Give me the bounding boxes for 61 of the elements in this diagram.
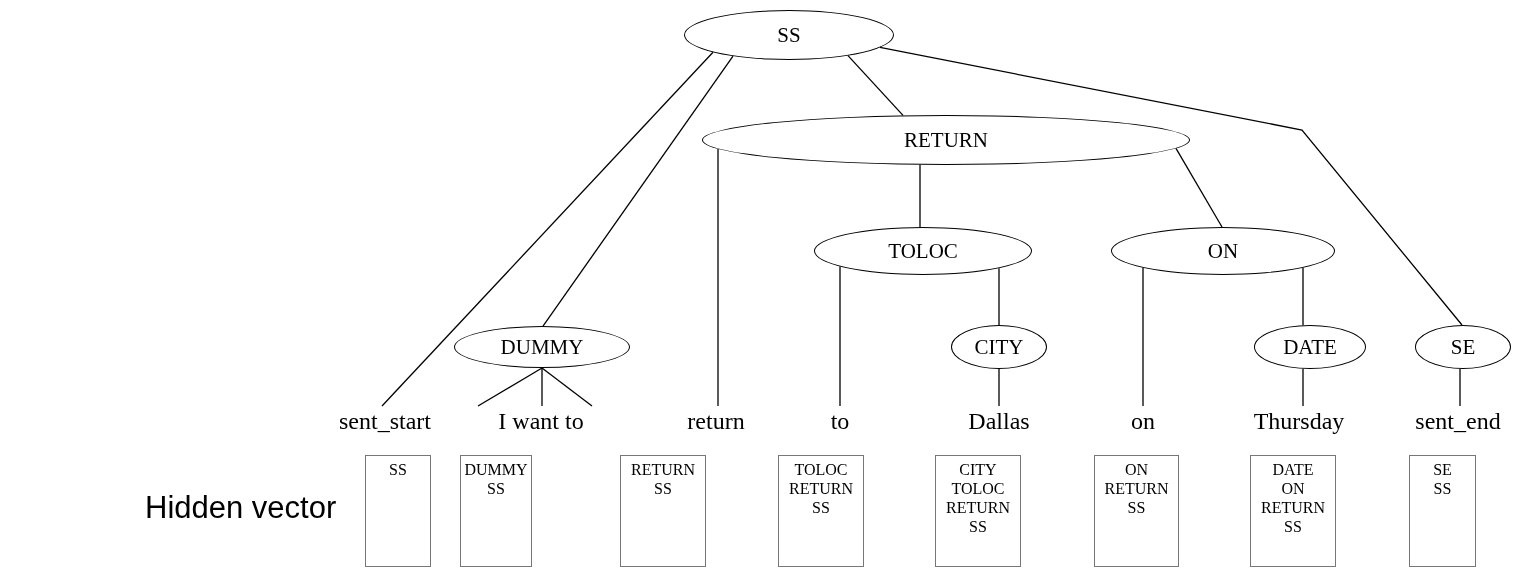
tree-line — [1142, 267, 1144, 407]
stack-label: DATE — [1272, 460, 1314, 479]
stack-label: SS — [969, 517, 987, 536]
category-label: ON — [1207, 238, 1239, 264]
tree-line — [541, 367, 543, 407]
stack-label: ON — [1281, 479, 1305, 498]
tree-line — [541, 367, 593, 407]
stack-label: SS — [487, 479, 505, 498]
stack-label: TOLOC — [794, 460, 848, 479]
tree-line — [998, 368, 1000, 407]
word-text: Dallas — [934, 406, 1064, 436]
word-text: sent_start — [320, 406, 450, 436]
category-label: RETURN — [904, 127, 988, 153]
stack-label: TOLOC — [951, 479, 1005, 498]
word-text: Thursday — [1234, 406, 1364, 436]
hidden-vector-box — [1409, 455, 1476, 567]
stack-label: SS — [654, 479, 672, 498]
tree-line — [879, 46, 1463, 326]
tree-line — [1175, 147, 1223, 228]
tree-line — [1302, 267, 1304, 326]
tree-line — [919, 164, 921, 228]
category-label: DUMMY — [500, 334, 584, 360]
word-text: on — [1078, 406, 1208, 436]
tree-line — [1302, 368, 1304, 407]
category-label: SE — [1450, 334, 1476, 360]
stack-label: RETURN — [946, 498, 1010, 517]
tree-line — [381, 51, 714, 407]
hidden-vector-box — [620, 455, 706, 567]
stack-label: SS — [1433, 479, 1452, 498]
stack-label: SS — [1284, 517, 1302, 536]
tree-line — [477, 367, 543, 407]
stack-label: SS — [812, 498, 830, 517]
hidden-vector-box — [778, 455, 864, 567]
row-label: Hidden vector — [145, 490, 337, 526]
stack-label: DUMMY — [464, 460, 528, 479]
hidden-vector-box — [1250, 455, 1336, 567]
hidden-vector-box — [1094, 455, 1179, 567]
word-text: sent_end — [1393, 406, 1521, 436]
stack-label: ON — [1124, 460, 1149, 479]
stack-label: RETURN — [631, 460, 695, 479]
word-text: I want to — [476, 406, 606, 436]
tree-line — [847, 55, 904, 117]
hidden-vector-box — [365, 455, 431, 567]
category-label: TOLOC — [888, 238, 958, 264]
stack-label: RETURN — [789, 479, 853, 498]
stack-label: SS — [389, 460, 407, 479]
stack-label: CITY — [959, 460, 997, 479]
category-label: CITY — [974, 334, 1024, 360]
stack-label: SE — [1433, 460, 1452, 479]
tree-line — [1459, 368, 1461, 407]
hidden-vector-box — [460, 455, 532, 567]
category-label: DATE — [1283, 334, 1337, 360]
stack-label: RETURN — [1104, 479, 1169, 498]
stack-label: RETURN — [1261, 498, 1325, 517]
tree-line — [998, 267, 1000, 326]
stack-label: SS — [1127, 498, 1146, 517]
tree-line — [542, 55, 734, 327]
tree-line — [717, 148, 719, 407]
tree-line — [839, 265, 841, 407]
hidden-vector-box — [935, 455, 1021, 567]
category-label: SS — [777, 22, 801, 48]
